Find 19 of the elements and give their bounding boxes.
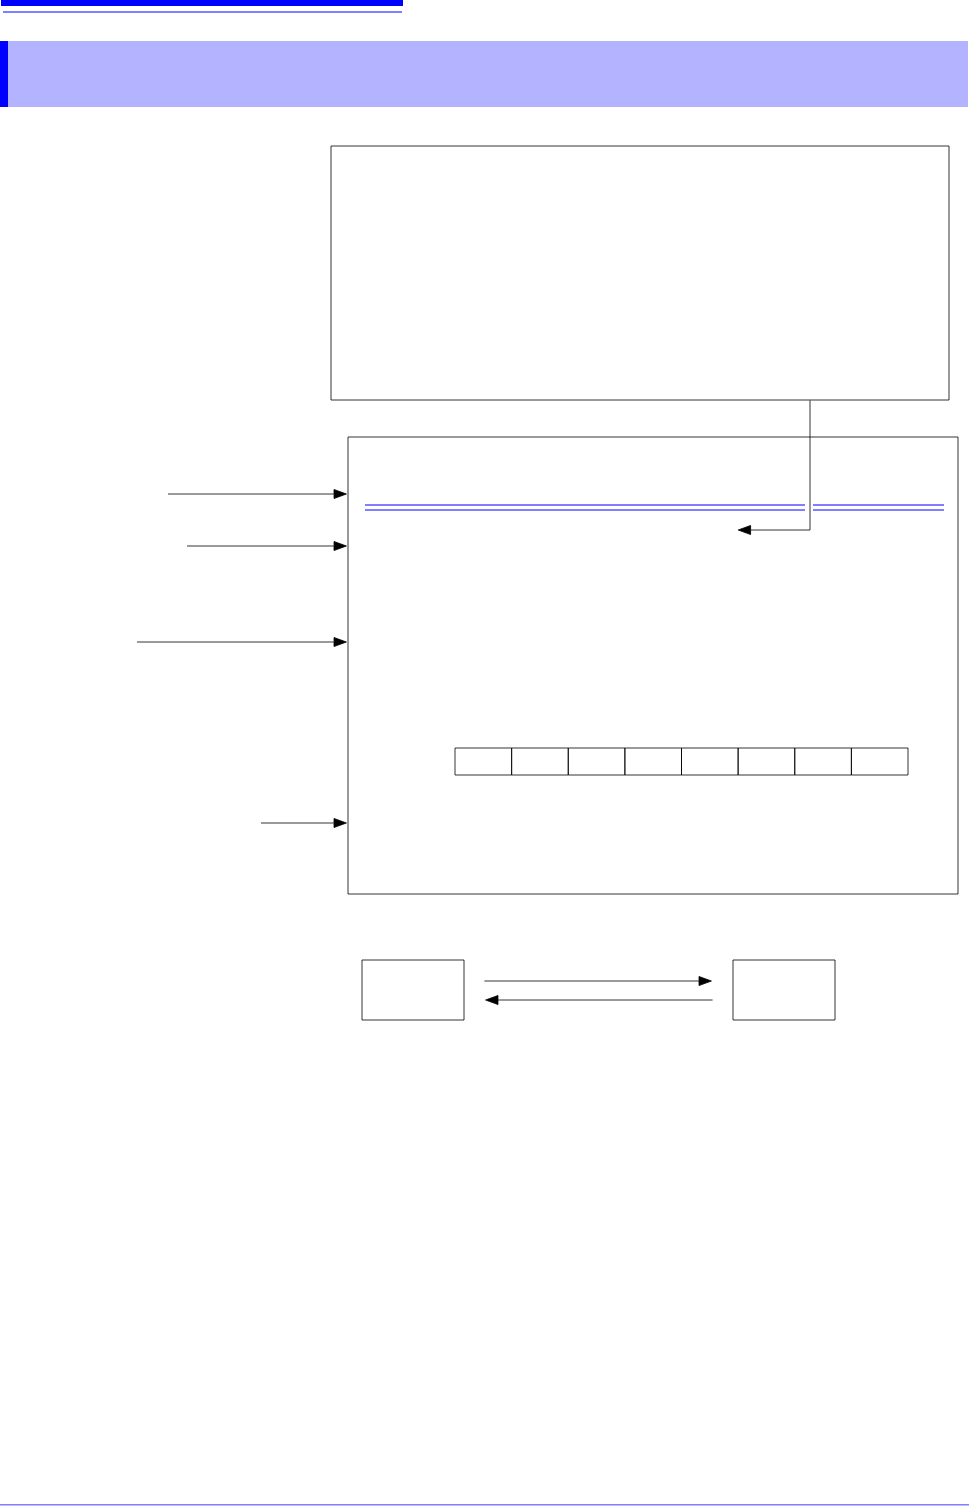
table-cell <box>851 747 909 776</box>
arrow <box>485 995 713 1005</box>
arrow <box>484 976 712 986</box>
leader-arrow <box>186 541 347 551</box>
box <box>347 436 959 895</box>
table-cell <box>454 747 513 776</box>
table-cell <box>567 747 626 776</box>
table-cell <box>737 747 796 776</box>
leader-arrow <box>167 489 347 499</box>
table-cell <box>624 747 682 776</box>
table-cell <box>511 747 569 776</box>
box <box>361 959 465 1021</box>
leader-arrow <box>260 818 347 828</box>
leader-arrow <box>737 400 811 535</box>
leader-arrow <box>136 637 347 647</box>
box <box>732 959 836 1021</box>
table-cell <box>794 747 852 776</box>
box <box>330 145 950 401</box>
table-cell <box>681 747 739 776</box>
